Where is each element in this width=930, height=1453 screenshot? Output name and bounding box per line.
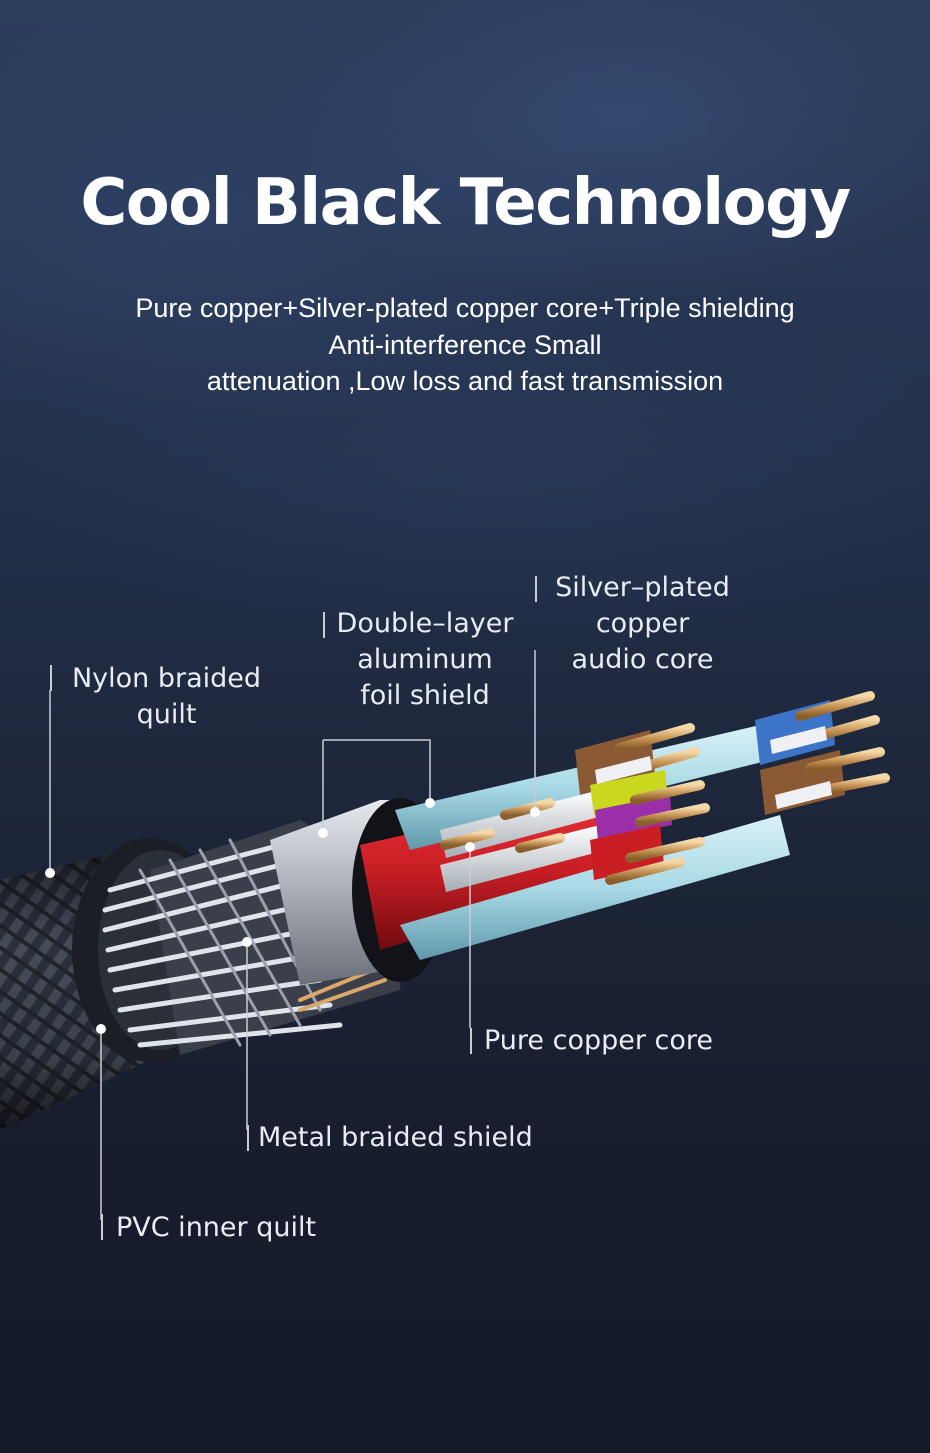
colored-wire-ends xyxy=(440,691,890,885)
label-pure-copper-core: Pure copper core xyxy=(484,1025,714,1056)
label-silver-plated-audio-core: Silver–plated copper audio core xyxy=(555,572,730,675)
inner-conductor-bundle xyxy=(360,725,790,960)
label-nylon-braided-quilt: Nylon braided quilt xyxy=(71,663,262,730)
nylon-quilt-tick xyxy=(50,665,52,691)
label-double-layer-foil-shield: Double–layer aluminum foil shield xyxy=(336,608,514,711)
pvc-quilt-tick xyxy=(101,1214,103,1240)
page-title: Cool Black Technology xyxy=(80,166,851,240)
foil-shield-tick xyxy=(323,612,325,638)
subtitle-line-3: attenuation ,Low loss and fast transmiss… xyxy=(206,366,724,396)
copper-core-tick xyxy=(470,1028,472,1054)
subtitle-line-1: Pure copper+Silver-plated copper core+Tr… xyxy=(135,293,795,323)
label-metal-braided-shield: Metal braided shield xyxy=(258,1122,533,1153)
leader-lines xyxy=(49,650,536,1220)
metal-shield-tick xyxy=(247,1125,249,1151)
silver-core-tick xyxy=(535,576,537,602)
anchor-dots xyxy=(45,798,540,1034)
label-pvc-inner-quilt: PVC inner quilt xyxy=(116,1212,317,1243)
subtitle-line-2: Anti-interference Small xyxy=(328,329,602,360)
feature-description: Pure copper+Silver-plated copper core+Tr… xyxy=(0,290,930,400)
